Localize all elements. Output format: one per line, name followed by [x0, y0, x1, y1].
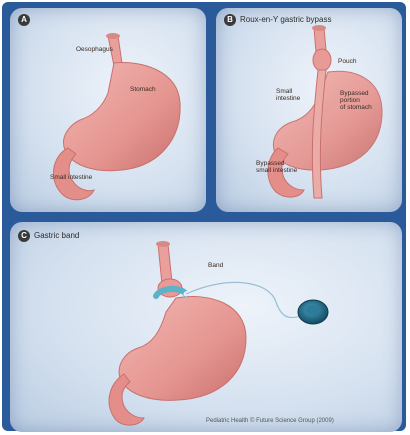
- panel-c: C Gastric band Band Pediatric Health © F…: [10, 222, 402, 432]
- label-small-intestine: Small intestine: [50, 174, 92, 181]
- label-stomach: Stomach: [130, 86, 156, 93]
- label-band: Band: [208, 262, 223, 269]
- label-bypassed-portion-line3: of stomach: [340, 104, 372, 111]
- bypassed-stomach-shape: [273, 71, 382, 170]
- panel-b-title: Roux-en-Y gastric bypass: [240, 15, 331, 24]
- normal-stomach-illustration: [10, 8, 206, 212]
- stomach-shape: [119, 297, 246, 401]
- panel-a: A Oesophagus Stomach Small intestine: [10, 8, 206, 212]
- panel-b-badge: B: [224, 14, 236, 26]
- label-bypassed-portion-line2: portion: [340, 97, 360, 104]
- label-pouch: Pouch: [338, 58, 356, 65]
- image-credit: Pediatric Health © Future Science Group …: [206, 418, 334, 424]
- oesophagus-shape: [314, 28, 326, 52]
- panel-c-title: Gastric band: [34, 231, 79, 240]
- label-bypassed-intestine-line1: Bypassed: [256, 160, 285, 167]
- panel-b: B Roux-en-Y gastric bypass Pouch Small i…: [216, 8, 402, 212]
- gastric-bypass-illustration: [216, 8, 402, 212]
- label-bypassed-portion-line1: Bypassed: [340, 90, 369, 97]
- panel-c-badge: C: [18, 230, 30, 242]
- gastric-band-illustration: [10, 222, 402, 432]
- label-oesophagus: Oesophagus: [76, 46, 113, 53]
- label-small-intestine-b-line1: Small: [276, 88, 292, 95]
- pouch-shape: [313, 49, 331, 71]
- oesophagus-shape: [158, 244, 172, 284]
- panel-a-badge: A: [18, 14, 30, 26]
- stomach-shape: [63, 62, 180, 170]
- label-small-intestine-b-line2: intestine: [276, 95, 300, 102]
- label-bypassed-intestine-line2: small intestine: [256, 167, 297, 174]
